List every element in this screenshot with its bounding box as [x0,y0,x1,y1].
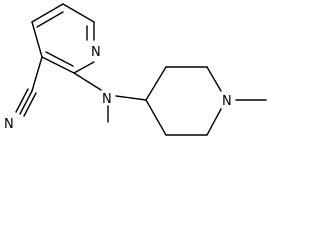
bond-pip-n1-c6 [206,108,222,136]
double-bond-c4-c5 [36,11,64,28]
bond-pip-c4-c3 [145,66,167,101]
pyridine-n-label: N [91,45,101,60]
triple-bond-2 [23,92,37,117]
piperidine-ring [145,66,267,136]
pyridine-ring [31,3,95,74]
bond-n1-c2 [73,61,95,74]
piperidine-n-label: N [222,94,232,109]
bond-c2-c3 [41,56,75,74]
amine-linker [73,72,147,123]
bond-c3-cnitrile [31,56,43,92]
amine-n-label: N [102,92,112,107]
bond-c4-c5 [31,3,64,23]
nitrile-group [15,56,43,117]
bond-namine-c4pip [115,95,147,101]
cyano-n-label: N [4,117,14,132]
triple-bond-1 [19,90,33,115]
double-bond-c2-c3 [45,51,74,67]
triple-bond-3 [15,88,29,113]
bond-c5-c6 [62,3,95,23]
bond-pip-c5-c4 [145,99,167,136]
bond-c3-c4 [31,21,43,58]
chemical-structure: N N N N [4,3,267,136]
bond-c2-namine [73,72,102,91]
bond-pip-c2-n1 [206,66,222,92]
